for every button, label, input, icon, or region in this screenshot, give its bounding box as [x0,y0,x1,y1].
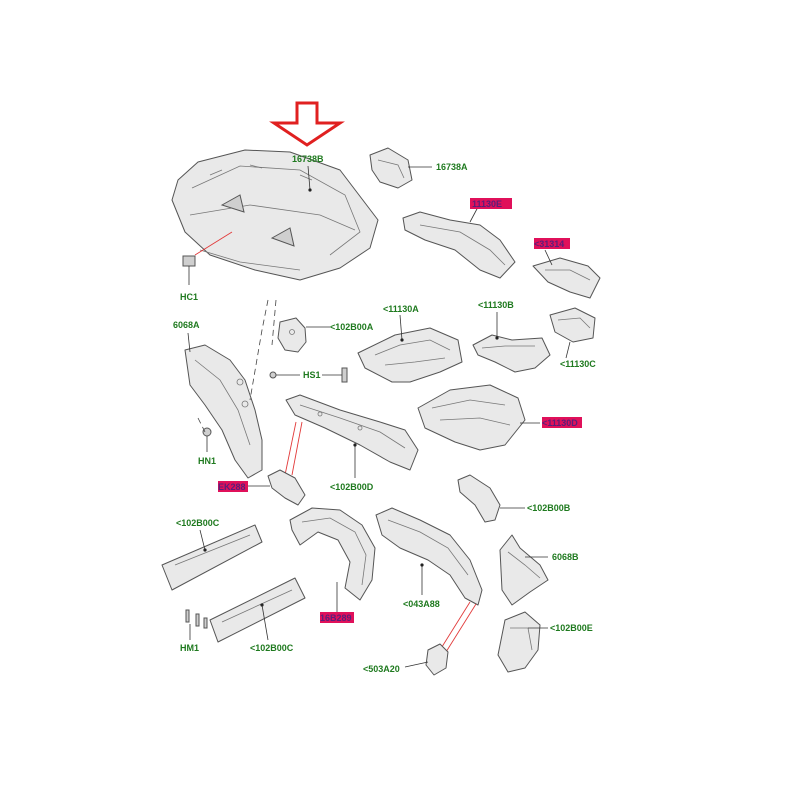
part-102b00c-bottom [209,577,306,643]
part-11130b [472,334,551,373]
label-503a20: <503A20 [363,664,400,674]
part-102b00c-top [161,524,263,591]
highlight-11130d [542,417,582,428]
part-11130a [357,327,463,383]
part-6068a [184,344,263,479]
label-102b00c-bottom: <102B00C [250,643,294,653]
label-16738a: 16738A [436,162,468,172]
label-102b00c-top: <102B00C [176,518,220,528]
part-102b00a [277,317,307,353]
part-043a88 [375,507,483,606]
part-16738a [369,147,413,189]
highlight-16b289 [320,612,354,623]
label-hm1: HM1 [180,643,199,653]
label-102b00b: <102B00B [527,503,571,513]
part-11130c [549,307,596,343]
label-102b00a: <102B00A [330,322,374,332]
highlight-11130e [470,198,512,209]
label-6068a: 6068A [173,320,200,330]
part-11130e [402,211,516,279]
part-503a20 [425,643,449,676]
label-102b00d: <102B00D [330,482,374,492]
highlight-ek288 [218,481,248,492]
label-16b289: 16B289 [320,613,352,623]
label-11130d: <11130D [542,418,578,428]
label-102b00e: <102B00E [550,623,593,633]
part-hc1-clip [182,255,196,267]
label-16738b: 16738B [292,154,324,164]
highlight-31314 [534,238,570,249]
part-102b00d [285,394,419,471]
red-down-arrow [269,101,345,147]
label-ek288: EK288 [218,482,246,492]
label-hs1: HS1 [303,370,321,380]
label-11130c: <11130C [560,359,596,369]
part-ek288 [267,469,306,506]
part-31314 [532,257,601,299]
label-043a88: <043A88 [403,599,440,609]
label-hc1: HC1 [180,292,198,302]
part-6068b [499,534,549,606]
part-102b00e [497,611,541,673]
label-11130a: <11130A [383,304,419,314]
part-11130d [417,384,526,451]
label-6068b: 6068B [552,552,579,562]
label-hn1: HN1 [198,456,216,466]
label-11130b: <11130B [478,300,514,310]
part-16b289-wheel-arch [289,507,376,601]
part-16738b-cover [171,149,379,281]
label-31314: <31314 [534,239,564,249]
label-11130e: 11130E [472,199,502,209]
part-hn1-nut [202,427,212,437]
part-hm1-screws [185,609,208,629]
part-102b00b [457,474,501,523]
